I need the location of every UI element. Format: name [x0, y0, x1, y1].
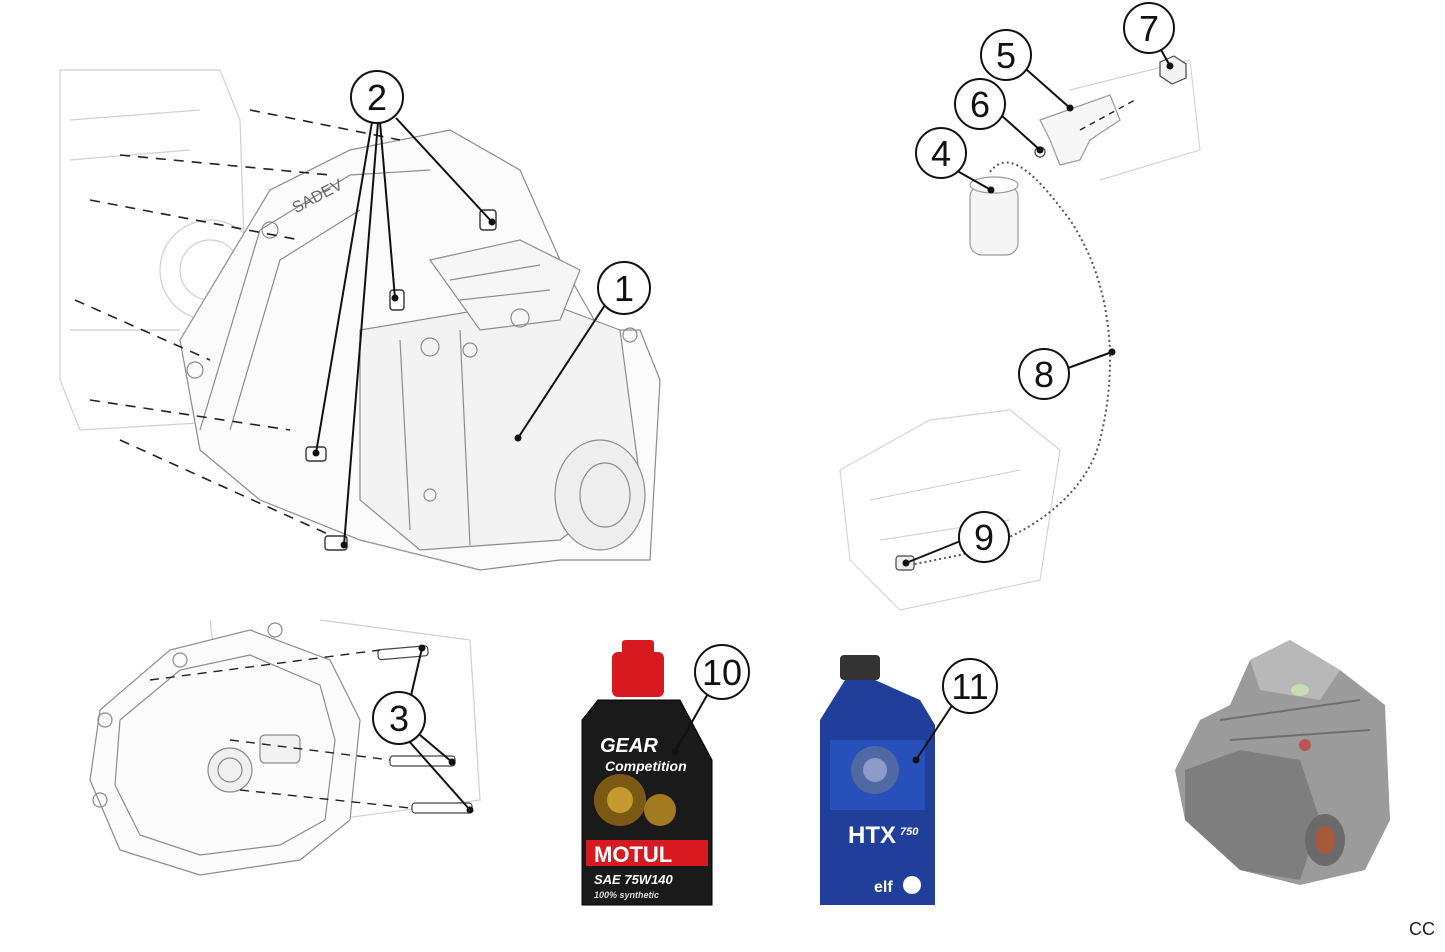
- leader-dots: [312, 62, 1174, 814]
- motul-line1: GEAR: [600, 735, 658, 757]
- callout-1-label: 1: [614, 268, 634, 309]
- callout-3-label: 3: [389, 698, 409, 739]
- callout-11-label: 11: [951, 666, 988, 707]
- motul-sub: 100% synthetic: [594, 890, 659, 900]
- callout-2-label: 2: [367, 77, 387, 118]
- callout-1: 1: [597, 261, 651, 315]
- callout-10-label: 10: [702, 652, 742, 693]
- gearbox-render: [1175, 640, 1390, 885]
- bellhousing-bolt-axes: [149, 649, 411, 809]
- motul-line2: Competition: [605, 758, 687, 774]
- callout-10: 10: [694, 644, 750, 700]
- callout-11: 11: [942, 658, 998, 714]
- motul-grade: SAE 75W140: [594, 872, 674, 887]
- motul-oil-bottle: GEAR Competition MOTUL SAE 75W140 100% s…: [581, 640, 713, 906]
- callout-7: 7: [1123, 2, 1175, 54]
- clutch-line-drawing: [839, 55, 1201, 611]
- gearbox-main-drawing: SADEV: [59, 69, 661, 571]
- leader-lines: [315, 47, 1171, 811]
- callout-5-label: 5: [996, 35, 1016, 76]
- elf-brand: elf: [874, 879, 893, 896]
- callout-6-label: 6: [970, 84, 990, 125]
- bellhousing-drawing: [89, 619, 481, 876]
- elf-name: HTX: [848, 822, 896, 849]
- motul-brand: MOTUL: [594, 842, 672, 867]
- callout-9-label: 9: [974, 517, 994, 558]
- callout-9: 9: [958, 511, 1010, 563]
- callout-2: 2: [350, 70, 404, 124]
- elf-number: 750: [900, 826, 919, 838]
- callout-4-label: 4: [931, 133, 951, 174]
- elf-oil-bottle: HTX 750 elf: [820, 655, 935, 905]
- callout-6: 6: [954, 78, 1006, 130]
- callout-3: 3: [372, 691, 426, 745]
- callout-7-label: 7: [1139, 8, 1159, 49]
- callout-5: 5: [980, 29, 1032, 81]
- corner-label: CC: [1409, 919, 1435, 939]
- callout-8-label: 8: [1034, 354, 1054, 395]
- callout-4: 4: [915, 127, 967, 179]
- callout-8: 8: [1018, 348, 1070, 400]
- gearbox-bolt-axes: [74, 109, 401, 536]
